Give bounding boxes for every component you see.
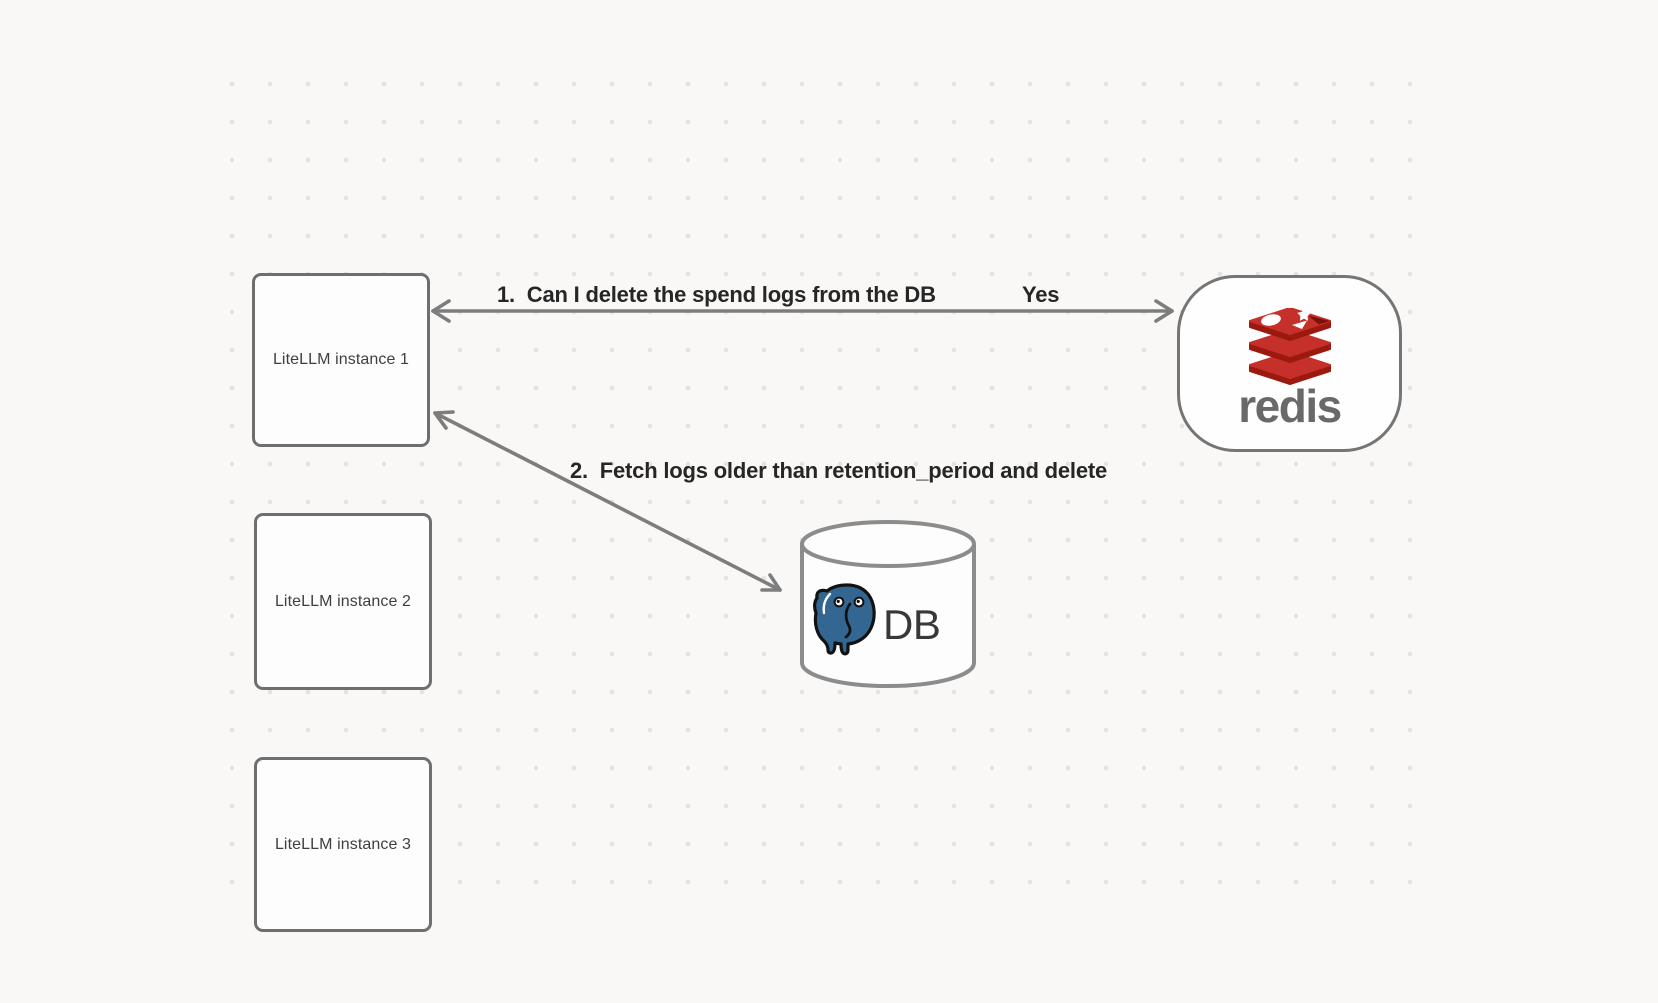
litellm-instance-3-label: LiteLLM instance 3 xyxy=(274,835,412,853)
litellm-instance-1-label: LiteLLM instance 1 xyxy=(272,351,410,368)
litellm-instance-1-node: LiteLLM instance 1 xyxy=(252,273,430,447)
redis-wordmark: redis xyxy=(1238,380,1342,432)
litellm-instance-2-label: LiteLLM instance 2 xyxy=(274,592,412,610)
step1-answer-label: Yes xyxy=(1022,282,1060,307)
litellm-instance-2-node: LiteLLM instance 2 xyxy=(254,513,432,690)
redis-logo-icon xyxy=(1248,308,1331,385)
litellm-instance-3-node: LiteLLM instance 3 xyxy=(254,757,432,932)
db-label: DB xyxy=(883,601,941,648)
database-node: DB xyxy=(799,519,977,689)
step1-label: 1. Can I delete the spend logs from the … xyxy=(497,282,936,307)
postgresql-logo-icon xyxy=(813,583,876,656)
step2-label: 2. Fetch logs older than retention_perio… xyxy=(570,458,1108,483)
redis-node: redis xyxy=(1177,275,1402,452)
